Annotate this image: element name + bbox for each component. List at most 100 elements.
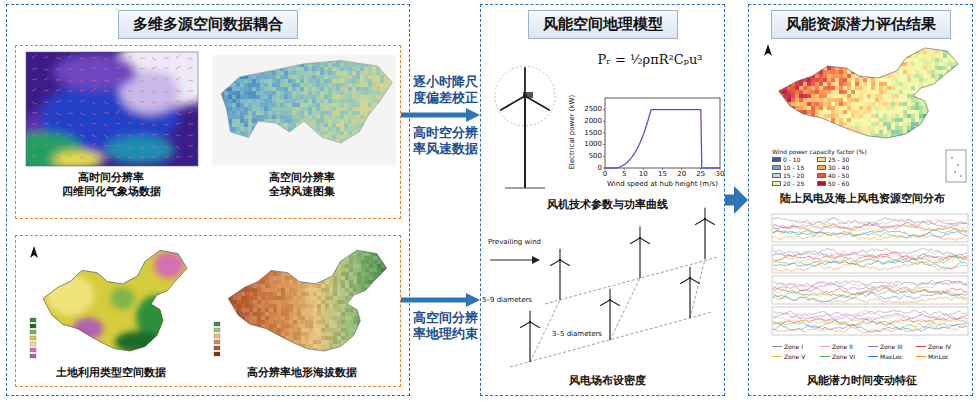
atlas-cell <box>380 83 384 87</box>
relief-cell <box>225 272 229 276</box>
relief-cell <box>281 296 285 300</box>
relief-cell <box>293 356 297 360</box>
relief-cell <box>293 288 297 292</box>
atlas-cell <box>236 147 240 151</box>
atlas-cell <box>268 123 272 127</box>
atlas-cell <box>304 111 308 115</box>
atlas-cell <box>280 75 284 79</box>
atlas-cell <box>236 63 240 67</box>
atlas-cell <box>392 107 396 111</box>
atlas-cell <box>392 155 396 159</box>
atlas-cell <box>360 151 364 155</box>
atlas-cell <box>280 123 284 127</box>
atlas-cell <box>388 163 392 167</box>
relief-cell <box>265 304 269 308</box>
atlas-cell <box>300 55 304 59</box>
atlas-cell <box>236 71 240 75</box>
atlas-cell <box>352 87 356 91</box>
relief-cell <box>249 304 253 308</box>
atlas-cell <box>328 91 332 95</box>
atlas-cell <box>280 103 284 107</box>
atlas-cell <box>260 91 264 95</box>
atlas-cell <box>280 95 284 99</box>
atlas-cell <box>320 99 324 103</box>
atlas-cell <box>248 79 252 83</box>
atlas-cell <box>280 135 284 139</box>
wind-barb <box>32 102 37 104</box>
atlas-cell <box>376 135 380 139</box>
atlas-cell <box>232 59 236 63</box>
atlas-cell <box>368 87 372 91</box>
atlas-cell <box>216 71 220 75</box>
atlas-cell <box>292 151 296 155</box>
atlas-cell <box>308 107 312 111</box>
atlas-cell <box>252 83 256 87</box>
relief-cell <box>293 324 297 328</box>
atlas-cell <box>348 95 352 99</box>
atlas-cell <box>292 87 296 91</box>
atlas-cell <box>384 151 388 155</box>
atlas-cell <box>244 91 248 95</box>
relief-cell <box>229 268 233 272</box>
relief-cell <box>237 264 241 268</box>
wind-barb <box>68 134 73 135</box>
atlas-cell <box>276 91 280 95</box>
atlas-cell <box>284 71 288 75</box>
atlas-cell <box>260 155 264 159</box>
relief-cell <box>241 268 245 272</box>
atlas-cell <box>352 155 356 159</box>
wind-barb <box>176 135 181 137</box>
atlas-cell <box>360 147 364 151</box>
relief-cell <box>269 280 273 284</box>
relief-cell <box>265 260 269 264</box>
atlas-cell <box>236 115 240 119</box>
relief-cell <box>289 280 293 284</box>
atlas-cell <box>332 95 336 99</box>
relief-cell <box>253 328 257 332</box>
relief-cell <box>257 316 261 320</box>
relief-cell <box>277 292 281 296</box>
relief-cell <box>277 248 281 252</box>
atlas-cell <box>364 55 368 59</box>
atlas-cell <box>256 67 260 71</box>
atlas-cell <box>288 67 292 71</box>
atlas-cell <box>300 163 304 167</box>
relief-cell <box>249 280 253 284</box>
atlas-cell <box>220 135 224 139</box>
relief-cell <box>277 296 281 300</box>
meteorology-field-map <box>26 52 198 166</box>
atlas-cell <box>232 87 236 91</box>
atlas-cell <box>304 79 308 83</box>
atlas-cell <box>328 127 332 131</box>
relief-cell <box>261 316 265 320</box>
relief-cell <box>269 256 273 260</box>
wind-barb <box>140 102 145 103</box>
relief-cell <box>257 340 261 344</box>
atlas-cell <box>368 55 372 59</box>
relief-cell <box>241 248 245 252</box>
wind-barb <box>44 78 49 80</box>
relief-cell <box>225 248 229 252</box>
atlas-cell <box>356 151 360 155</box>
atlas-cell <box>240 87 244 91</box>
relief-cell <box>297 248 301 252</box>
atlas-cell <box>272 159 276 163</box>
relief-cell <box>281 352 285 356</box>
atlas-cell <box>324 83 328 87</box>
legend-chip <box>30 342 36 346</box>
atlas-cell <box>212 115 216 119</box>
atlas-cell <box>308 79 312 83</box>
atlas-cell <box>364 131 368 135</box>
atlas-cell <box>224 67 228 71</box>
relief-cell <box>269 340 273 344</box>
wind-barb <box>188 145 193 146</box>
relief-cell <box>233 248 237 252</box>
atlas-cell <box>376 71 380 75</box>
atlas-cell <box>272 87 276 91</box>
atlas-cell <box>344 147 348 151</box>
relief-cell <box>245 268 249 272</box>
relief-cell <box>261 268 265 272</box>
atlas-cell <box>332 143 336 147</box>
atlas-cell <box>240 95 244 99</box>
atlas-cell <box>316 155 320 159</box>
